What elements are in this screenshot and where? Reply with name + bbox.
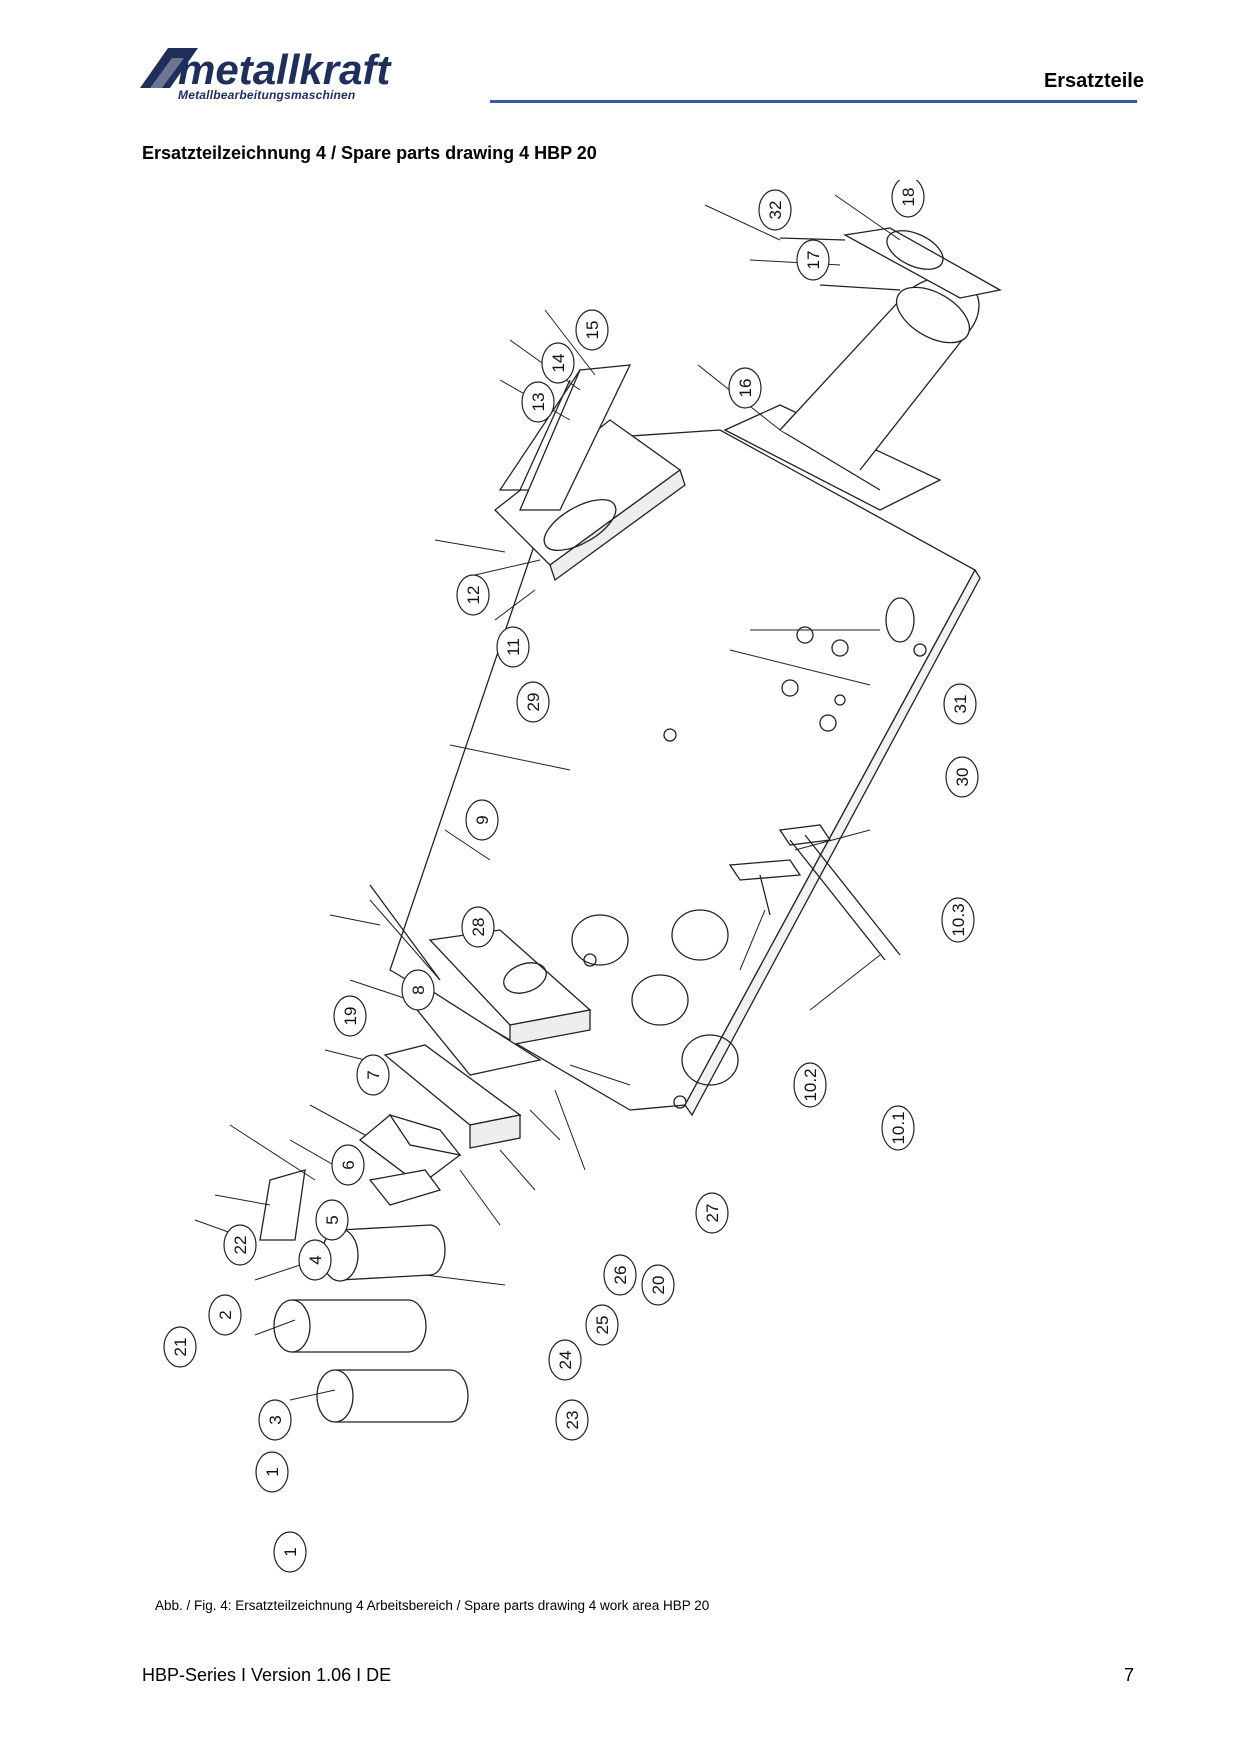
brand-subtitle: Metallbearbeitungsmaschinen [178, 88, 356, 102]
svg-text:8: 8 [409, 985, 428, 994]
callout-10-2: 10.2 [793, 1062, 827, 1108]
svg-text:20: 20 [649, 1276, 668, 1295]
svg-text:3: 3 [266, 1415, 285, 1424]
svg-text:15: 15 [583, 321, 602, 340]
callout-18: 18 [891, 180, 925, 218]
callout-20: 20 [641, 1264, 675, 1306]
callout-4: 4 [298, 1239, 332, 1281]
figure-caption: Abb. / Fig. 4: Ersatzteilzeichnung 4 Arb… [155, 1598, 710, 1613]
callout-29: 29 [516, 681, 550, 723]
page-title: Ersatzteilzeichnung 4 / Spare parts draw… [142, 143, 597, 163]
callout-19: 19 [333, 995, 367, 1037]
footer-page-number: 7 [1123, 1665, 1134, 1685]
lower-parts [259, 1169, 446, 1282]
svg-text:30: 30 [953, 768, 972, 787]
svg-text:24: 24 [556, 1351, 575, 1370]
svg-text:1: 1 [263, 1467, 282, 1476]
svg-text:31: 31 [951, 695, 970, 714]
svg-text:23: 23 [563, 1411, 582, 1430]
svg-text:21: 21 [171, 1338, 190, 1357]
callout-22: 22 [223, 1224, 257, 1266]
svg-text:9: 9 [473, 815, 492, 824]
svg-text:27: 27 [703, 1204, 722, 1223]
svg-text:29: 29 [524, 693, 543, 712]
callout-27: 27 [695, 1192, 729, 1234]
callout-1-lower: 1 [273, 1531, 307, 1573]
svg-text:4: 4 [306, 1255, 325, 1264]
svg-text:14: 14 [549, 354, 568, 373]
svg-text:17: 17 [804, 251, 823, 270]
lower-cylinders [273, 1299, 469, 1423]
callout-6: 6 [331, 1144, 365, 1186]
header-rule [490, 100, 1137, 103]
svg-text:2: 2 [216, 1310, 235, 1319]
svg-text:22: 22 [231, 1236, 250, 1255]
footer-document-version: HBP-Series I Version 1.06 I DE [142, 1665, 392, 1685]
svg-text:11: 11 [504, 638, 523, 656]
callout-12: 12 [456, 574, 490, 616]
callout-17: 17 [796, 239, 830, 281]
brand-wordmark: metallkraft [178, 46, 392, 93]
svg-text:6: 6 [339, 1160, 358, 1169]
callout-13: 13 [521, 381, 555, 423]
callout-8: 8 [401, 969, 435, 1011]
lower-blocks [358, 989, 542, 1186]
callout-7: 7 [356, 1054, 390, 1096]
callout-26: 26 [603, 1254, 637, 1296]
callouts: 32 18 17 15 14 13 16 12 11 29 31 30 9 28… [163, 180, 979, 1573]
svg-text:5: 5 [323, 1215, 342, 1224]
callout-2: 2 [208, 1294, 242, 1336]
svg-text:12: 12 [464, 586, 483, 605]
axle-assembly [728, 824, 901, 961]
svg-text:32: 32 [766, 201, 785, 220]
svg-text:26: 26 [611, 1266, 630, 1285]
svg-text:25: 25 [593, 1316, 612, 1335]
callout-9: 9 [465, 799, 499, 841]
callout-23: 23 [555, 1399, 589, 1441]
svg-text:10.1: 10.1 [889, 1111, 908, 1144]
callout-25: 25 [585, 1304, 619, 1346]
svg-text:10.2: 10.2 [801, 1068, 820, 1101]
svg-text:28: 28 [469, 918, 488, 937]
callout-16: 16 [728, 367, 762, 409]
slide-block [494, 364, 686, 582]
spare-parts-drawing: 32 18 17 15 14 13 16 12 11 29 31 30 9 28… [163, 180, 1002, 1573]
metallkraft-logo: metallkraft [140, 46, 392, 93]
base-plate [389, 429, 981, 1117]
callout-32: 32 [758, 189, 792, 231]
upper-clamp [779, 227, 1002, 299]
svg-text:1: 1 [281, 1547, 300, 1556]
callout-28: 28 [461, 906, 495, 948]
svg-text:18: 18 [899, 188, 918, 207]
callout-1-upper: 1 [255, 1451, 289, 1493]
svg-text:7: 7 [364, 1070, 383, 1079]
svg-text:13: 13 [529, 393, 548, 412]
callout-3: 3 [258, 1399, 292, 1441]
svg-text:16: 16 [736, 379, 755, 398]
middle-plate [369, 884, 592, 1046]
svg-text:19: 19 [341, 1007, 360, 1026]
callout-30: 30 [945, 756, 979, 798]
callout-11: 11 [496, 626, 530, 668]
callout-21: 21 [163, 1326, 197, 1368]
callout-14: 14 [541, 342, 575, 384]
callout-15: 15 [575, 309, 609, 351]
callout-10-1: 10.1 [881, 1105, 915, 1151]
section-title: Ersatzteile [1043, 70, 1144, 92]
svg-text:10.3: 10.3 [949, 903, 968, 936]
callout-10-3: 10.3 [941, 897, 975, 943]
callout-24: 24 [548, 1339, 582, 1381]
callout-5: 5 [315, 1199, 349, 1241]
callout-31: 31 [943, 683, 977, 725]
